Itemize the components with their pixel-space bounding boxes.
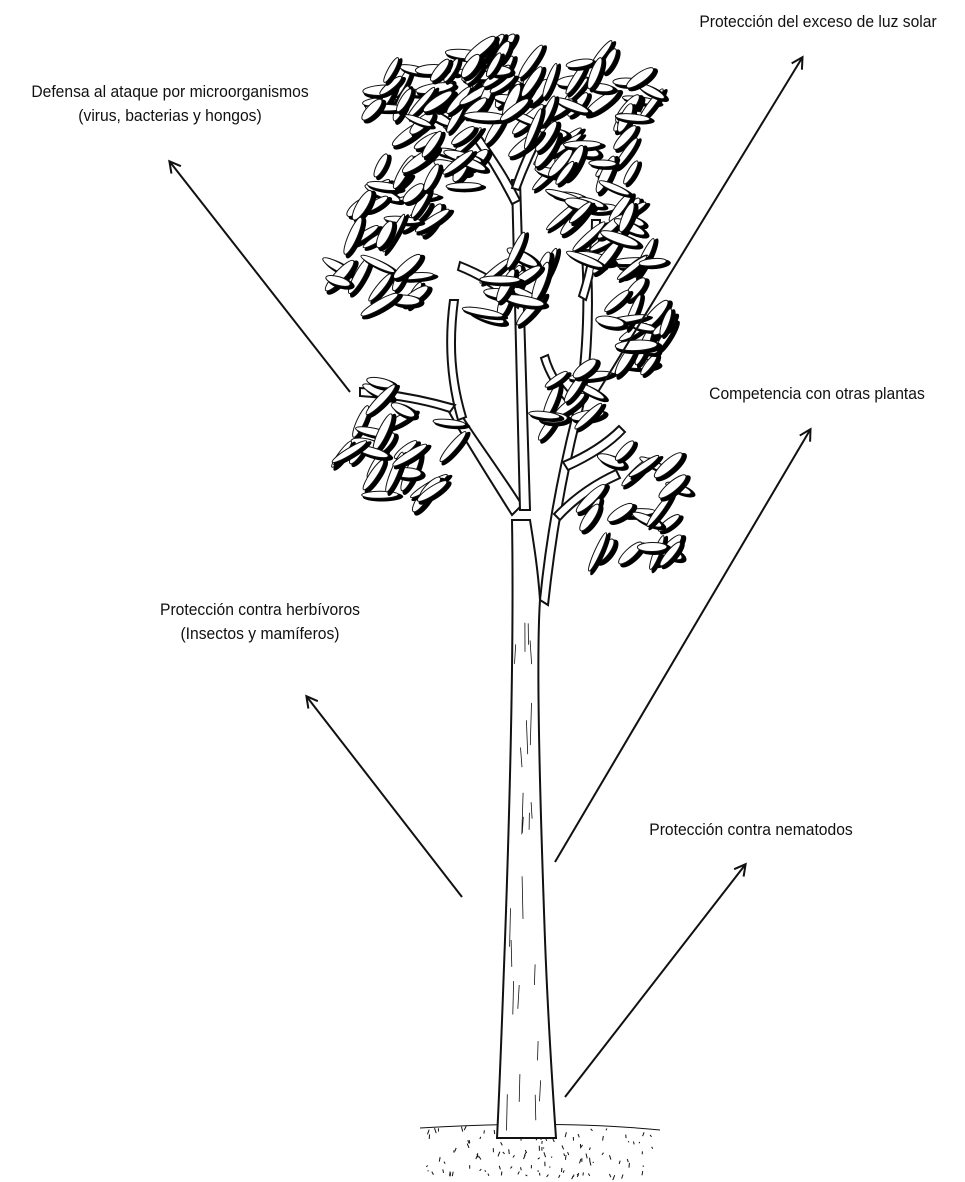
label-nematodes-line1: Protección contra nematodos: [636, 818, 866, 842]
ground-speck: [562, 1146, 564, 1150]
arrow-nematodes: [565, 865, 745, 1097]
ground-speck: [610, 1155, 611, 1159]
label-competition-line1: Competencia con otras plantas: [696, 382, 937, 406]
ground-speck: [589, 1147, 590, 1150]
arrow-herbivores: [307, 697, 462, 897]
ground-speck: [501, 1142, 503, 1145]
ground-speck: [643, 1132, 645, 1136]
ground-speck: [588, 1174, 589, 1176]
ground-speck: [622, 1175, 623, 1179]
ground-speck: [547, 1175, 549, 1177]
ground-speck: [613, 1175, 615, 1180]
foliage-cluster: [573, 439, 697, 577]
ground-speck: [609, 1174, 611, 1177]
ground-speck: [484, 1130, 485, 1133]
ground-speck: [634, 1142, 635, 1145]
ground-speck: [443, 1169, 444, 1173]
ground-speck: [642, 1171, 643, 1175]
ground-speck: [513, 1155, 515, 1157]
ground-speck: [650, 1135, 651, 1137]
ground-speck: [435, 1128, 437, 1133]
label-nematodes: Protección contra nematodos: [636, 818, 866, 842]
ground-speck: [538, 1158, 540, 1159]
ground-speck: [480, 1169, 482, 1171]
ground-speck: [559, 1175, 560, 1178]
ground-speck: [568, 1152, 569, 1155]
ground-speck: [619, 1161, 620, 1164]
leaf: [446, 182, 481, 189]
ground-speck: [606, 1129, 607, 1131]
ground-speck: [432, 1172, 434, 1175]
ground-speck: [501, 1172, 502, 1176]
ground-speck: [544, 1152, 546, 1157]
ground-speck: [591, 1129, 593, 1131]
ground-speck: [455, 1148, 457, 1152]
leaf: [480, 276, 521, 284]
ground-speck: [494, 1130, 495, 1134]
ground-speck: [469, 1140, 470, 1143]
label-herbivores: Protección contra herbívoros (Insectos y…: [145, 598, 375, 646]
ground-speck: [543, 1148, 544, 1149]
ground-speck: [480, 1137, 481, 1139]
ground-speck: [521, 1167, 522, 1170]
label-competition: Competencia con otras plantas: [696, 382, 937, 406]
ground-speck: [565, 1132, 566, 1137]
ground-speck: [590, 1162, 591, 1166]
label-sunlight-line1: Protección del exceso de luz solar: [684, 10, 953, 34]
tree-trunk: [497, 520, 556, 1138]
label-microorganisms: Defensa al ataque por microorganismos (v…: [14, 80, 327, 128]
ground-speck: [578, 1134, 579, 1137]
ground-speck: [428, 1130, 430, 1135]
ground-speck: [485, 1170, 486, 1171]
label-sunlight: Protección del exceso de luz solar: [684, 10, 953, 34]
leaf: [637, 542, 667, 552]
ground-speck: [581, 1145, 583, 1147]
ground-speck: [426, 1165, 427, 1167]
label-herbivores-line2: (Insectos y mamíferos): [145, 622, 375, 646]
ground-speck: [573, 1175, 574, 1177]
ground-speck: [566, 1155, 567, 1160]
ground-speck: [479, 1156, 481, 1159]
ground-speck: [563, 1170, 564, 1172]
ground-speck: [476, 1156, 477, 1159]
arrow-microorganisms: [170, 162, 350, 392]
ground-speck: [439, 1157, 440, 1162]
ground-speck: [488, 1174, 489, 1176]
ground-speck: [503, 1152, 505, 1154]
ground-speck: [452, 1172, 453, 1176]
ground-speck: [603, 1136, 604, 1141]
ground-speck: [602, 1153, 604, 1155]
ground-speck: [518, 1171, 519, 1174]
ground-speck: [510, 1167, 512, 1169]
label-microorganisms-line2: (virus, bacterias y hongos): [14, 104, 327, 128]
ground-speck: [467, 1144, 469, 1148]
ground-speck: [509, 1149, 510, 1154]
leaf: [595, 314, 625, 329]
ground-speck: [580, 1159, 581, 1163]
ground-speck: [652, 1147, 653, 1149]
ground-speck: [583, 1172, 584, 1175]
arrows: [170, 58, 810, 1097]
ground-speck: [627, 1159, 628, 1162]
label-herbivores-line1: Protección contra herbívoros: [145, 598, 375, 622]
ground-speck: [572, 1176, 573, 1179]
ground-speck: [499, 1166, 500, 1170]
foliage-cluster: [595, 288, 683, 382]
ground-speck: [553, 1139, 554, 1142]
ground-speck: [551, 1157, 552, 1158]
ground-speck: [462, 1127, 463, 1132]
ground-speck: [526, 1175, 528, 1176]
ground-speck: [444, 1162, 445, 1164]
ground-speck: [586, 1154, 587, 1159]
ground-speck: [498, 1152, 500, 1157]
label-microorganisms-line1: Defensa al ataque por microorganismos: [14, 80, 327, 104]
ground-speck: [564, 1153, 565, 1156]
ground-speck: [577, 1173, 579, 1177]
ground-speck: [464, 1126, 466, 1130]
